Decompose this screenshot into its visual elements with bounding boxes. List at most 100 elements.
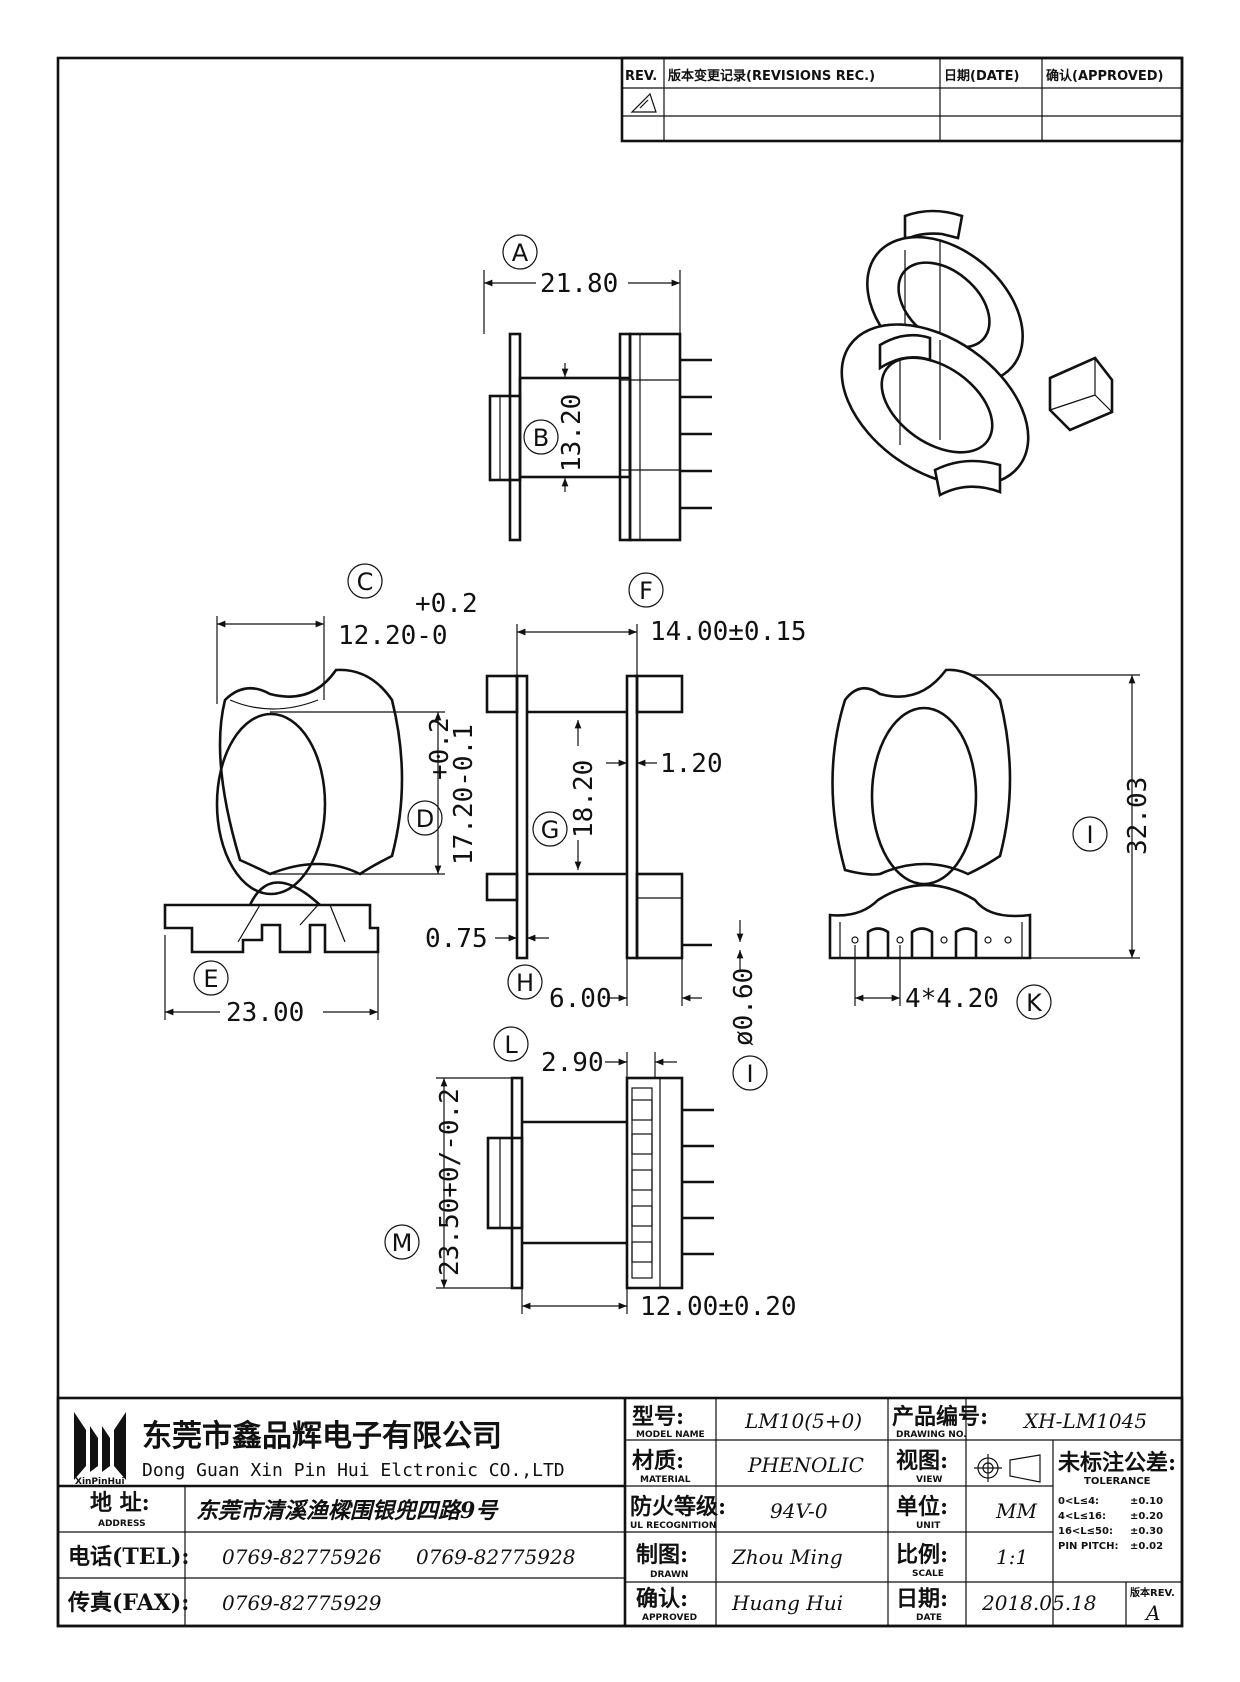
svg-text:G: G <box>541 816 560 844</box>
view-label-en: VIEW <box>916 1475 942 1485</box>
dim-g-value: 18.20 <box>569 760 599 838</box>
svg-text:L: L <box>504 1031 518 1059</box>
callout-c: C <box>347 563 383 599</box>
material-label-en: MATERIAL <box>640 1475 691 1485</box>
tolerance-range-2: 4<L≤16: <box>1058 1511 1106 1522</box>
logo-text: XinPinHui <box>75 1477 125 1487</box>
scale-value: 1:1 <box>996 1545 1028 1569</box>
dim-pin-diameter: ø0.60 <box>729 968 759 1046</box>
svg-text:B: B <box>533 424 549 452</box>
tel-value-2: 0769-82775928 <box>416 1545 575 1569</box>
dim-b-height: 13.20 <box>557 394 587 472</box>
dim-wall: 1.20 <box>660 749 723 779</box>
dim-a-width: 21.80 <box>540 269 618 299</box>
dim-i-height: 32.03 <box>1123 777 1153 855</box>
callout-f: F <box>628 572 664 608</box>
sheet-border <box>56 56 1184 1628</box>
dim-n-value: 12.00±0.20 <box>640 1292 797 1322</box>
dim-d-value: 17.20-0.1 <box>449 724 479 865</box>
approved-label-en: APPROVED <box>642 1613 697 1623</box>
address-label-en: ADDRESS <box>98 1519 146 1529</box>
callout-e: E <box>193 960 229 996</box>
title-block: XinPinHui 东莞市鑫品辉电子有限公司 Dong Guan Xin Pin… <box>56 1396 1184 1628</box>
tolerance-range-1: 0<L≤4: <box>1058 1496 1099 1507</box>
svg-text:D: D <box>416 805 434 833</box>
bottom-view-slots <box>631 1099 653 1263</box>
dim-e-width: 23.00 <box>226 998 304 1028</box>
pin-hole <box>984 936 992 944</box>
tolerance-label-en: TOLERANCE <box>1084 1476 1151 1487</box>
revisions-header: 版本变更记录(REVISIONS REC.) <box>668 68 875 84</box>
isometric-view <box>840 209 1114 497</box>
company-name-cn: 东莞市鑫品辉电子有限公司 <box>142 1419 502 1454</box>
material-label: 材质: <box>632 1448 684 1474</box>
callout-h: H <box>507 964 543 1000</box>
company-logo: XinPinHui <box>74 1412 126 1487</box>
tel-value-1: 0769-82775926 <box>222 1545 382 1569</box>
material-value: PHENOLIC <box>747 1453 864 1477</box>
view-label: 视图: <box>896 1448 948 1474</box>
rev-value: A <box>1144 1601 1160 1625</box>
drawn-label-en: DRAWN <box>650 1570 688 1580</box>
tolerance-range-4: PIN PITCH: <box>1058 1541 1118 1552</box>
unit-label: 单位: <box>896 1494 948 1520</box>
callout-a: A <box>502 234 538 270</box>
svg-text:F: F <box>639 577 653 605</box>
ul-value: 94V-0 <box>770 1499 828 1523</box>
date-label: 日期: <box>896 1586 948 1612</box>
tolerance-value-2: ±0.20 <box>1130 1511 1163 1522</box>
pin-hole <box>851 936 859 944</box>
dim-m-value: 23.50+0/-0.2 <box>435 1088 465 1276</box>
address-value: 东莞市清溪渔樑围银兜四路9号 <box>196 1498 499 1524</box>
drawn-value: Zhou Ming <box>731 1545 843 1569</box>
center-section-view: 14.00±0.15 18.20 1.20 0.75 6.00 ø0.60 <box>425 617 807 1046</box>
pin-hole <box>1004 936 1012 944</box>
svg-text:A: A <box>512 239 529 267</box>
approved-header: 确认(APPROVED) <box>1046 68 1163 84</box>
dim-h-value: 6.00 <box>549 984 612 1014</box>
tolerance-range-3: 16<L≤50: <box>1058 1526 1113 1537</box>
revision-table: REV. 版本变更记录(REVISIONS REC.) 日期(DATE) 确认(… <box>620 56 1184 143</box>
bottom-view-pins <box>682 1108 714 1256</box>
callout-b: B <box>523 419 559 455</box>
revision-triangle-icon <box>630 92 657 113</box>
dim-k-pitch: 4*4.20 <box>905 984 999 1014</box>
svg-text:I: I <box>1086 821 1093 849</box>
date-value: 2018.05.18 <box>981 1591 1097 1615</box>
tolerance-value-4: ±0.02 <box>1130 1541 1163 1552</box>
tolerance-value-1: ±0.10 <box>1130 1496 1163 1507</box>
callouts: A B C D E F G H I I K L M <box>193 234 1108 1260</box>
scale-label-en: SCALE <box>912 1569 944 1579</box>
callout-i-right: I <box>1072 816 1108 852</box>
dim-c-value: 12.20-0 <box>338 621 448 651</box>
svg-text:K: K <box>1026 989 1043 1017</box>
pin-hole <box>896 936 904 944</box>
tolerance-label: 未标注公差: <box>1058 1450 1176 1476</box>
dim-d-tolerance: +0.2 <box>425 717 455 780</box>
ul-label: 防火等级: <box>630 1494 726 1520</box>
right-side-view: 32.03 4*4.20 <box>828 668 1153 1014</box>
svg-text:I: I <box>746 1060 753 1088</box>
approved-value: Huang Hui <box>731 1591 843 1615</box>
dim-l-value: 2.90 <box>541 1048 604 1078</box>
top-view-pins <box>680 358 712 510</box>
dim-f-value: 14.00±0.15 <box>650 617 807 647</box>
first-angle-projection-icon <box>974 1454 1041 1483</box>
address-label: 地 址: <box>90 1490 150 1516</box>
unit-value: MM <box>995 1499 1037 1523</box>
svg-text:C: C <box>357 568 374 596</box>
svg-text:M: M <box>392 1229 413 1257</box>
scale-label: 比例: <box>896 1542 948 1568</box>
fax-value: 0769-82775929 <box>222 1591 382 1615</box>
left-side-view: +0.2 12.20-0 +0.2 17.20-0.1 23.00 <box>163 589 479 1028</box>
drawing-no-label: 产品编号: <box>892 1404 988 1430</box>
fax-label: 传真(FAX): <box>67 1590 189 1616</box>
dim-flange: 0.75 <box>425 924 488 954</box>
callout-d: D <box>407 800 443 836</box>
date-header: 日期(DATE) <box>944 69 1019 84</box>
company-name-en: Dong Guan Xin Pin Hui Elctronic CO.,LTD <box>142 1460 565 1481</box>
model-label-en: MODEL NAME <box>636 1430 705 1440</box>
svg-text:H: H <box>516 969 534 997</box>
svg-text:E: E <box>203 965 218 993</box>
drawn-label: 制图: <box>636 1542 688 1568</box>
